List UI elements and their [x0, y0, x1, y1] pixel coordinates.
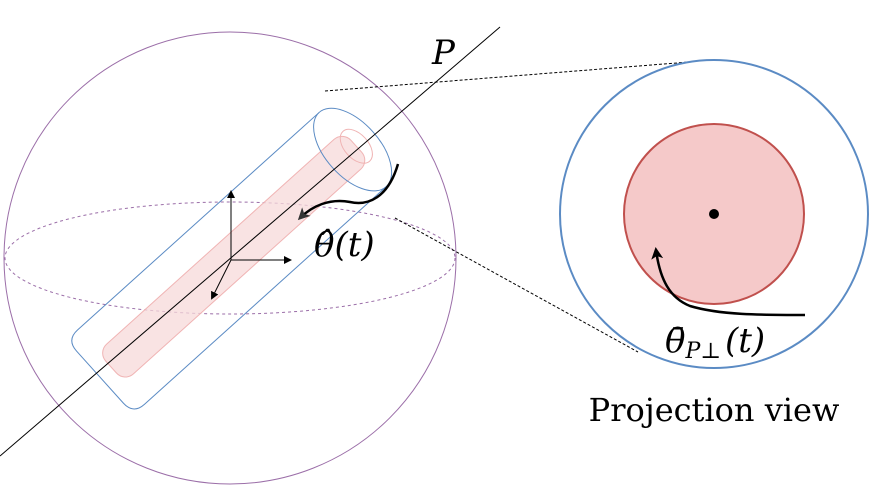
theta-bar-arrow	[651, 247, 806, 317]
equator-ellipse	[4, 201, 456, 315]
axis-line-p	[0, 26, 501, 457]
axis-label-p: P	[431, 33, 456, 73]
sphere-outline	[3, 31, 457, 485]
theta-bar-label: θ̄P⊥(t)	[665, 321, 765, 364]
projection-line-top	[324, 59, 715, 92]
inner-tube	[102, 128, 373, 378]
coordinate-frame	[211, 190, 292, 300]
theta-hat-label: θ̂(t)	[314, 225, 375, 265]
center-dot	[709, 209, 719, 219]
theta-hat-arrow	[297, 163, 400, 221]
projection-line-bottom	[394, 217, 639, 353]
projection-caption: Projection view	[589, 391, 840, 429]
